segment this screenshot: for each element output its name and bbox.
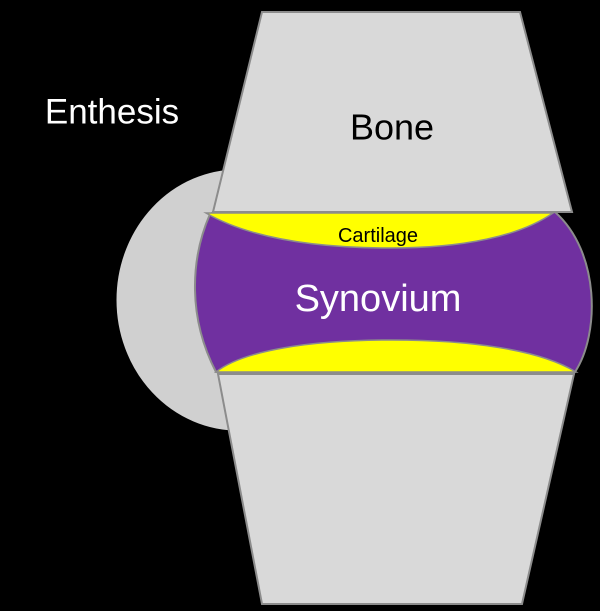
enthesis-label: Enthesis xyxy=(45,93,179,132)
lower-bone xyxy=(218,374,574,604)
synovium-label: Synovium xyxy=(295,278,462,320)
cartilage-label: Cartilage xyxy=(338,225,418,247)
bone-label: Bone xyxy=(350,107,434,148)
